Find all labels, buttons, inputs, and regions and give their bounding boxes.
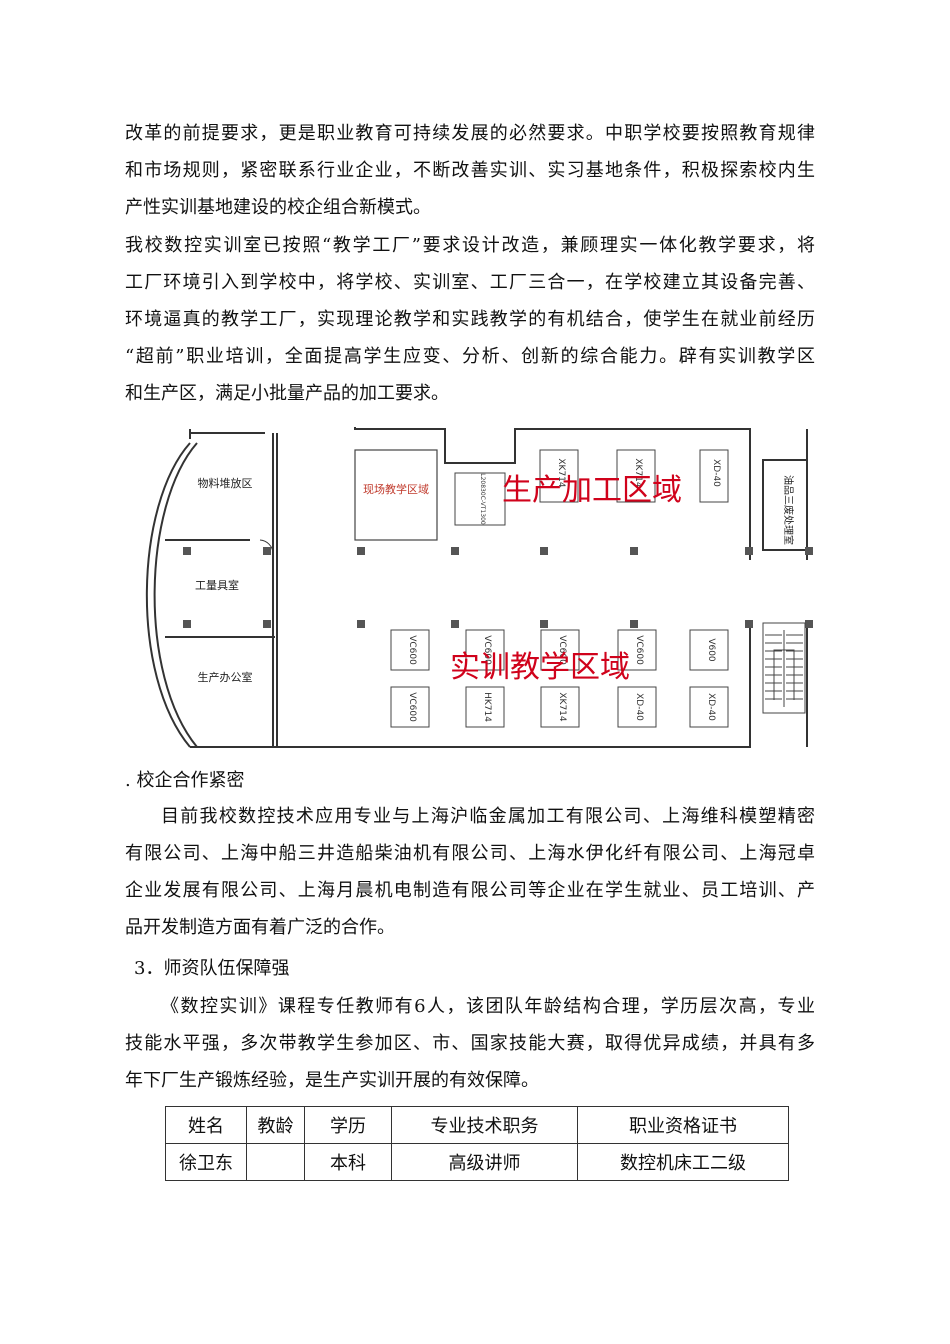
machine-label: XD-40	[634, 693, 644, 721]
paragraph-faculty: 《数控实训》课程专任教师有6人，该团队年龄结构合理，学历层次高，专业 技能水平强…	[125, 988, 815, 1099]
table-cell: 徐卫东	[165, 1143, 247, 1181]
table-header: 教龄	[246, 1106, 305, 1144]
machine-label: XK714	[556, 458, 566, 488]
text-line: 技能水平强，多次带教学生参加区、市、国家技能大赛，取得优异成绩，并具有多	[125, 1033, 815, 1054]
table-header: 职业资格证书	[577, 1106, 789, 1144]
text-line: 我校数控实训室已按照“教学工厂”要求设计改造，兼顾理实一体化教学要求，将	[125, 235, 815, 256]
table-header-row: 姓名 教龄 学历 专业技术职务 职业资格证书	[165, 1106, 789, 1144]
zone-production: 生产加工区域	[502, 473, 682, 508]
machine-label: VC600	[407, 635, 417, 665]
text-line: 和市场规则，紧密联系行业企业，不断改善实训、实习基地条件，积极探索校内生	[125, 160, 815, 181]
text-line: 工厂环境引入到学校中，将学校、实训室、工厂三合一，在学校建立其设备完善、	[125, 272, 815, 293]
table-cell: 数控机床工二级	[577, 1143, 789, 1181]
section-heading: . 校企合作紧密	[125, 770, 245, 791]
paragraph-cooperation: 目前我校数控技术应用专业与上海沪临金属加工有限公司、上海维科模塑精密 有限公司、…	[125, 798, 815, 946]
machine-label: XK714	[557, 692, 567, 722]
table-cell	[246, 1143, 305, 1181]
text-line: 年下厂生产锻炼经验，是生产实训开展的有效保障。	[125, 1070, 539, 1091]
table-header: 姓名	[165, 1106, 247, 1144]
table-cell: 本科	[304, 1143, 392, 1181]
text-line: “超前”职业培训，全面提高学生应变、分析、创新的综合能力。辟有实训教学区	[125, 346, 815, 367]
table-row: 徐卫东 本科 高级讲师 数控机床工二级	[165, 1143, 789, 1181]
machine-label: VC600	[557, 635, 567, 665]
machine-label: HK714	[482, 692, 492, 722]
paragraph-intro: 改革的前提要求，更是职业教育可持续发展的必然要求。中职学校要按照教育规律 和市场…	[125, 115, 815, 226]
table-header: 学历	[304, 1106, 392, 1144]
machine-label: XK714	[633, 458, 643, 488]
floor-plan: 物料堆放区 工量具室 生产办公室 现场教学区域 L20830C-VT1300 X…	[145, 427, 813, 748]
room-material: 物料堆放区	[198, 476, 253, 490]
machine-label: VC600	[634, 635, 644, 665]
room-office: 生产办公室	[198, 670, 253, 684]
text-line: 品开发制造方面有着广泛的合作。	[125, 917, 395, 938]
text-line: 有限公司、上海中船三井造船柴油机有限公司、上海水伊化纤有限公司、上海冠卓	[125, 843, 815, 864]
zone-training: 实训教学区域	[450, 650, 630, 685]
machine-label: V600	[706, 638, 716, 662]
paragraph-training-room: 我校数控实训室已按照“教学工厂”要求设计改造，兼顾理实一体化教学要求，将 工厂环…	[125, 227, 815, 412]
room-waste-oil: 油品三废处理室	[782, 475, 795, 545]
room-tools: 工量具室	[195, 578, 239, 592]
text-line: 环境逼真的教学工厂，实现理论教学和实践教学的有机结合，使学生在就业前经历	[125, 309, 815, 330]
room-onsite-teaching: 现场教学区域	[363, 482, 429, 496]
table-cell: 高级讲师	[391, 1143, 578, 1181]
text-line: 目前我校数控技术应用专业与上海沪临金属加工有限公司、上海维科模塑精密	[161, 806, 815, 827]
text-line: 产性实训基地建设的校企组合新模式。	[125, 197, 431, 218]
text-line: 《数控实训》课程专任教师有6人，该团队年龄结构合理，学历层次高，专业	[161, 996, 815, 1017]
staff-table: 姓名 教龄 学历 专业技术职务 职业资格证书 徐卫东 本科 高级讲师 数控机床工…	[165, 1106, 789, 1181]
text-line: 企业发展有限公司、上海月晨机电制造有限公司等企业在学生就业、员工培训、产	[125, 880, 815, 901]
machine-label: XD-40	[706, 693, 716, 721]
text-line: 和生产区，满足小批量产品的加工要求。	[125, 383, 449, 404]
machine-label: VC600	[482, 635, 492, 665]
machine-label: L20830C-VT1300	[479, 473, 486, 525]
machine-label: XD-40	[711, 459, 721, 487]
section-heading: 3．师资队伍保障强	[134, 958, 290, 979]
text-line: 改革的前提要求，更是职业教育可持续发展的必然要求。中职学校要按照教育规律	[125, 123, 815, 144]
table-header: 专业技术职务	[391, 1106, 578, 1144]
machine-label: VC600	[407, 692, 417, 722]
